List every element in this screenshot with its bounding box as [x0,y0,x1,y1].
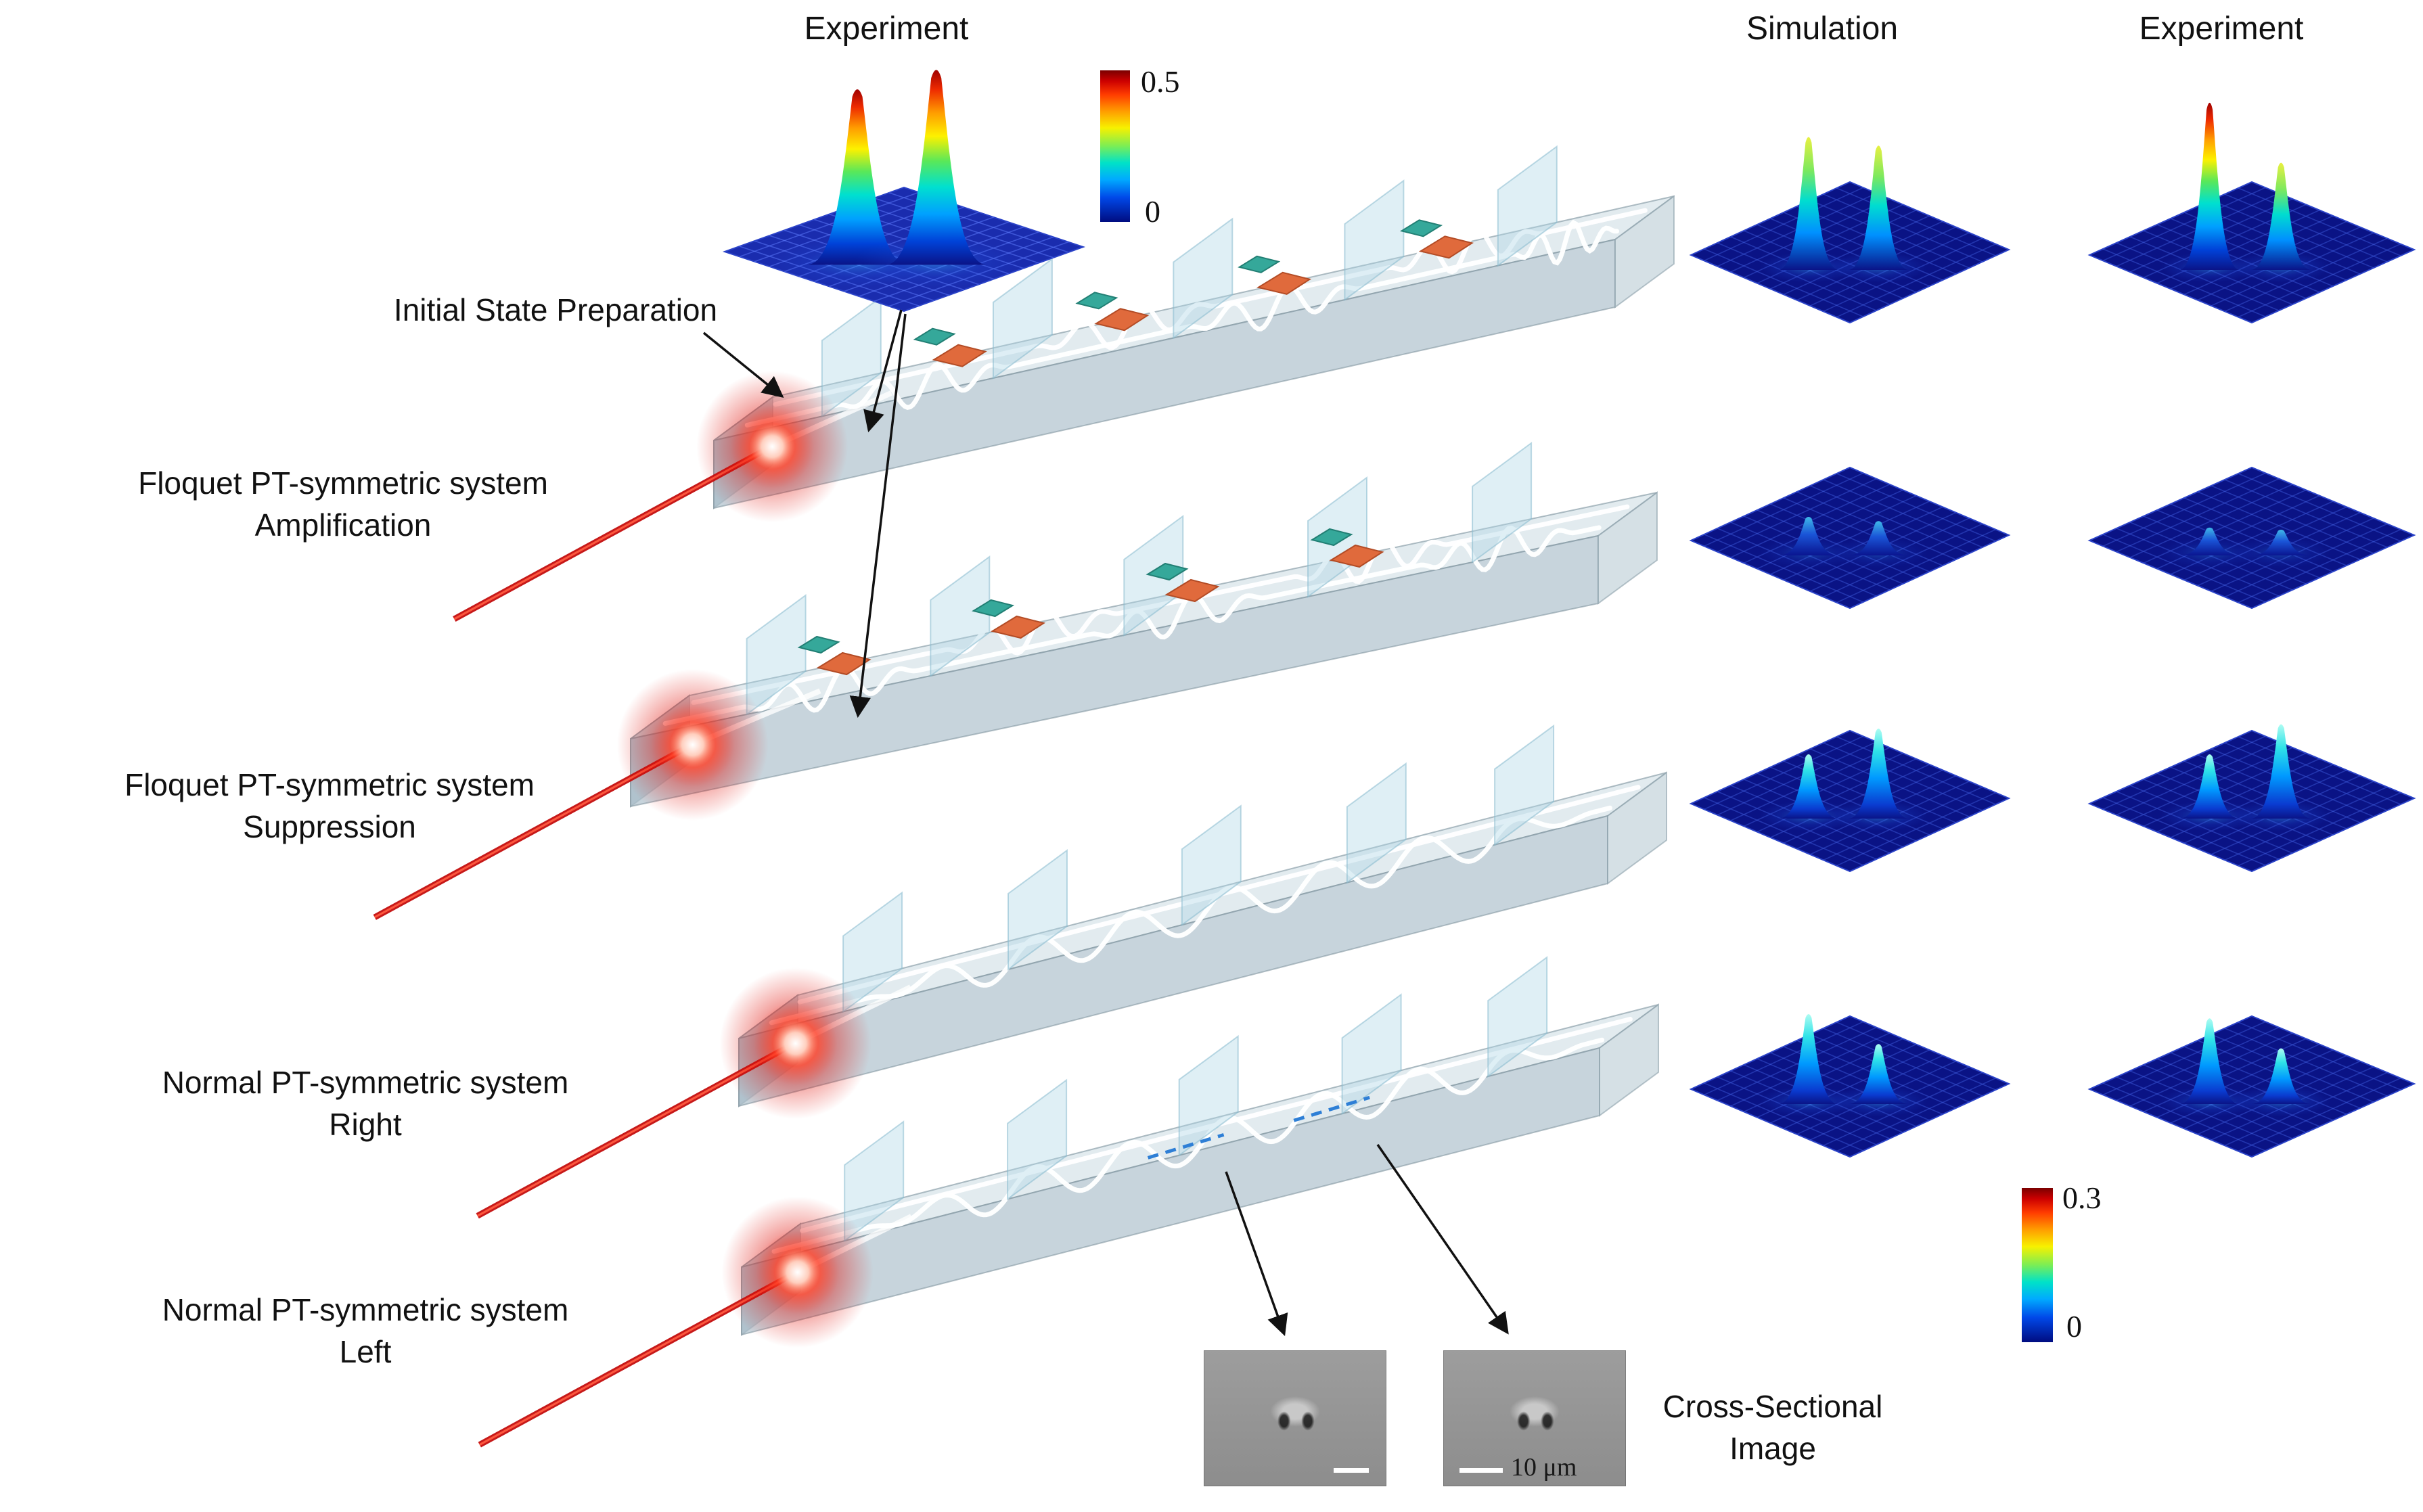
pointer-arrow [863,309,903,433]
colorbar-input-min: 0 [1145,194,1160,229]
header-experiment-right: Experiment [2139,11,2304,47]
plot-experiment-row-1 [2087,102,2416,324]
intensity-peak [1777,754,1839,819]
plot-simulation-row-4 [1689,1013,2011,1158]
label-line: Left [339,1334,392,1369]
header-experiment-initial: Experiment [804,11,969,47]
waveguide-modulated [662,525,1602,726]
plot-simulation-row-1 [1689,137,2011,324]
cross-section-image-2: 10 μm [1443,1350,1626,1486]
label-normal-left: Normal PT-symmetric system Left [162,1289,569,1373]
label-line: Right [329,1107,402,1142]
label-line: Image [1729,1431,1816,1466]
chip-normal-right [476,724,1667,1219]
waveguide-chips [373,145,1675,1448]
intensity-peak [2179,102,2240,270]
annotation-arrows [702,309,1509,1336]
plot-simulation-row-3 [1689,728,2011,873]
label-line: Floquet PT-symmetric system [124,767,535,802]
waveguide-modulated [744,219,1620,428]
intensity-peak [1777,516,1839,555]
colorbar-output [2022,1188,2053,1342]
surface-plots [722,70,2416,1158]
label-line: Normal PT-symmetric system [162,1065,569,1100]
intensity-peak [2179,527,2240,555]
intensity-peak [2179,754,2240,819]
intensity-peak [1848,1044,1909,1104]
label-line: Normal PT-symmetric system [162,1292,569,1327]
intensity-peak [1777,1013,1839,1104]
colorbar-output-max: 0.3 [2062,1181,2102,1215]
intensity-peak [2250,162,2312,270]
label-floquet-suppression: Floquet PT-symmetric system Suppression [124,764,535,848]
scale-bar-label: 10 μm [1511,1453,1577,1482]
chip-normal-left [478,956,1659,1448]
intensity-peak [1848,521,1909,555]
cut-line-dashed [1293,1095,1370,1122]
label-line: Amplification [254,507,432,543]
plot-experiment-row-4 [2087,1015,2416,1158]
label-line: Suppression [243,809,416,844]
label-initial-state-preparation: Initial State Preparation [393,292,718,327]
pointer-arrow [702,331,784,398]
pointer-arrow [1225,1171,1288,1336]
scale-bar [1334,1468,1369,1473]
pointer-arrow [849,313,907,718]
colorbar-input-max: 0.5 [1141,64,1180,99]
intensity-peak [2250,724,2312,819]
intensity-peak [1848,145,1909,270]
intensity-peak [1777,137,1839,270]
intensity-peak [885,70,987,265]
intensity-peak [2250,529,2312,555]
pointer-arrow [1376,1144,1509,1335]
cross-section-image-1 [1204,1350,1386,1486]
intensity-peak [807,89,909,265]
colorbar-input [1100,70,1130,222]
label-line: Floquet PT-symmetric system [138,465,548,501]
intensity-peak [1848,728,1909,819]
scale-bar [1459,1468,1503,1473]
plot-simulation-row-2 [1689,466,2011,610]
label-cross-sectional-image: Cross-Sectional Image [1663,1385,1883,1469]
intensity-peak [2179,1018,2240,1104]
colorbar-output-min: 0 [2066,1309,2082,1344]
intensity-peak [2250,1048,2312,1104]
plot-initial-state-experiment [722,70,1086,313]
label-normal-right: Normal PT-symmetric system Right [162,1061,569,1145]
label-line: Cross-Sectional [1662,1389,1883,1424]
cut-line-dashed [1147,1132,1225,1160]
header-simulation: Simulation [1746,11,1899,47]
label-floquet-amplification: Floquet PT-symmetric system Amplificatio… [138,462,548,546]
plot-experiment-row-2 [2087,466,2416,610]
chip-floquet-amplification [453,145,1675,622]
chip-floquet-suppression [373,442,1658,920]
plot-experiment-row-3 [2087,724,2416,873]
